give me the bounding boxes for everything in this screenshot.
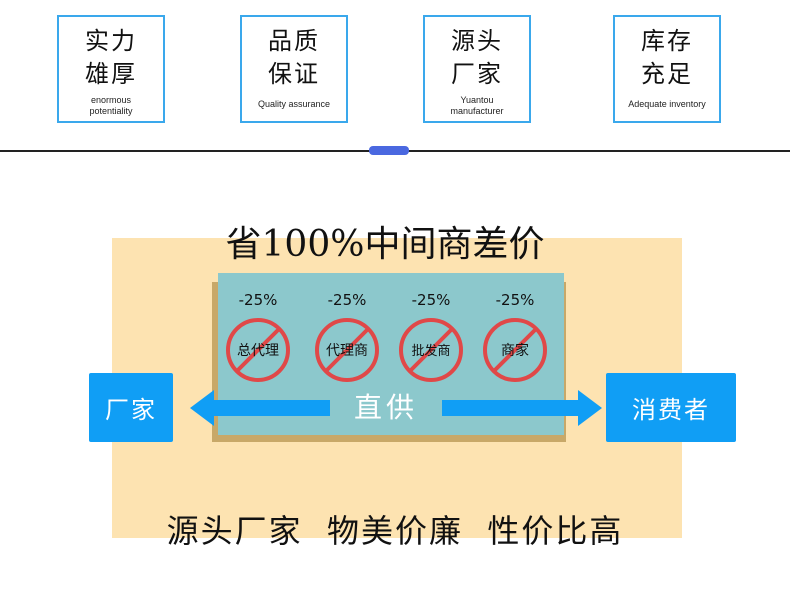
- middleman-percent: -25%: [238, 291, 278, 309]
- middleman-label: 批发商: [411, 344, 451, 359]
- feature-subtitle-line2: manufacturer: [450, 106, 504, 116]
- feature-title-line1: 库存: [641, 27, 693, 55]
- feature-title-line2: 充足: [641, 60, 693, 88]
- feature-title-line2: 雄厚: [85, 60, 137, 88]
- feature-card-inventory: 库存 充足 Adequate inventory: [613, 15, 721, 123]
- feature-subtitle-line1: Quality assurance: [257, 99, 331, 109]
- feature-title-line1: 品质: [268, 27, 320, 55]
- feature-title-line2: 厂家: [451, 60, 503, 88]
- feature-subtitle-line2: potentiality: [89, 106, 133, 116]
- feature-title: 库存 充足: [615, 25, 719, 91]
- direct-supply-label: 直供: [330, 388, 442, 428]
- prohibited-icon: 总代理: [225, 317, 291, 383]
- middleman-wholesaler: -25% 批发商: [391, 291, 471, 383]
- middleman-agent: -25% 代理商: [307, 291, 387, 383]
- middleman-percent: -25%: [327, 291, 367, 309]
- feature-card-manufacturer: 源头 厂家 Yuantou manufacturer: [423, 15, 531, 123]
- middleman-label: 总代理: [237, 343, 279, 359]
- middleman-percent: -25%: [411, 291, 451, 309]
- feature-title: 源头 厂家: [425, 25, 529, 91]
- middleman-general-agent: -25% 总代理: [218, 291, 298, 383]
- middleman-label: 商家: [501, 343, 529, 359]
- feature-title-line1: 实力: [85, 27, 137, 55]
- feature-title-line1: 源头: [451, 27, 503, 55]
- slogan: 源头厂家 物美价廉 性价比高: [166, 512, 624, 550]
- feature-card-quality: 品质 保证 Quality assurance: [240, 15, 348, 123]
- feature-card-strength: 实力 雄厚 enormous potentiality: [57, 15, 165, 123]
- feature-subtitle: enormous potentiality: [59, 95, 163, 117]
- feature-title-line2: 保证: [268, 60, 320, 88]
- feature-subtitle: Yuantou manufacturer: [425, 95, 529, 117]
- feature-subtitle-line1: Adequate inventory: [628, 99, 706, 109]
- feature-title: 实力 雄厚: [59, 25, 163, 91]
- prohibited-icon: 代理商: [314, 317, 380, 383]
- prohibited-icon: 批发商: [398, 317, 464, 383]
- feature-title: 品质 保证: [242, 25, 346, 91]
- prohibited-icon: 商家: [482, 317, 548, 383]
- middleman-merchant: -25% 商家: [475, 291, 555, 383]
- feature-subtitle: Quality assurance: [242, 99, 346, 110]
- middleman-percent: -25%: [495, 291, 535, 309]
- feature-subtitle: Adequate inventory: [615, 99, 719, 110]
- consumer-box: 消费者: [606, 373, 736, 442]
- feature-subtitle-line1: enormous: [90, 95, 132, 105]
- middleman-label: 代理商: [326, 343, 368, 359]
- divider-pill: [369, 146, 409, 155]
- main-heading: 省100%中间商差价: [225, 224, 545, 265]
- manufacturer-box: 厂家: [89, 373, 173, 442]
- feature-subtitle-line1: Yuantou: [460, 95, 494, 105]
